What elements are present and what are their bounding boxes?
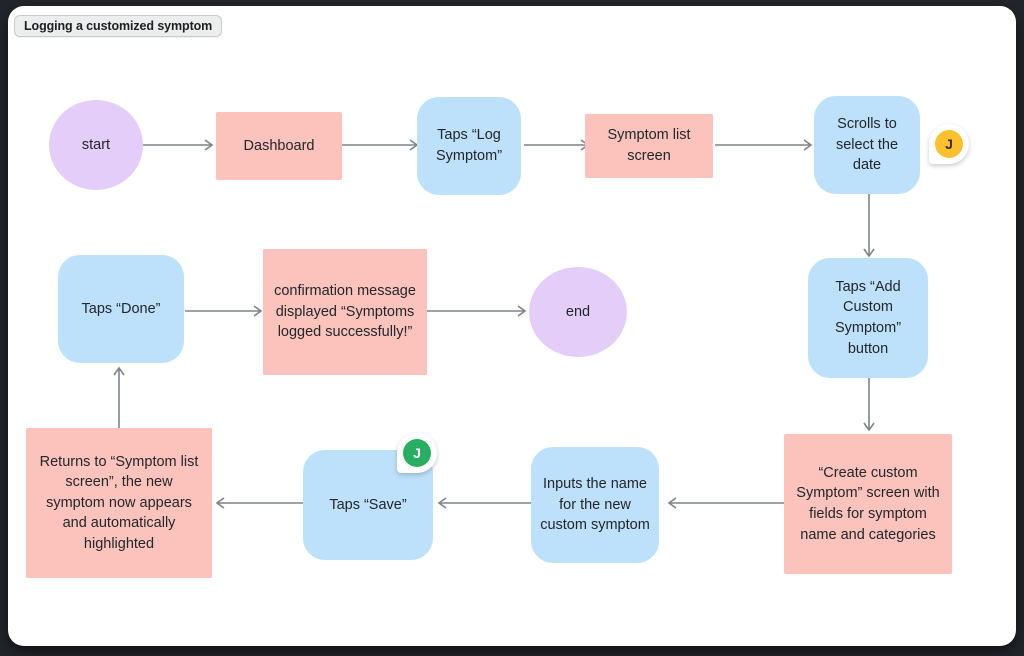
diagram-canvas[interactable]: Logging a customized symptom — [8, 6, 1016, 646]
node-inputs-name[interactable]: Inputs the name for the new custom sympt… — [531, 447, 659, 563]
node-start-label: start — [81, 136, 111, 153]
edge-start-to-dashboard — [138, 137, 220, 153]
edge-returns-list-to-tap-done — [111, 364, 127, 430]
node-scrolls-to-select-date-label: Scrolls to select the date — [835, 116, 899, 174]
edge-create-screen-to-input-name — [663, 495, 787, 511]
node-symptom-list-screen-label: Symptom list screen — [607, 127, 691, 164]
node-create-custom-symptom-screen-label: “Create custom Symptom” screen with fiel… — [796, 464, 940, 543]
node-taps-done[interactable]: Taps “Done” — [58, 255, 184, 363]
edge-tap-done-to-confirmation — [185, 303, 269, 319]
node-returns-to-symptom-list-label: Returns to “Symptom list screen”, the ne… — [39, 453, 199, 552]
node-scrolls-to-select-date[interactable]: Scrolls to select the date — [814, 96, 920, 194]
node-confirmation-message[interactable]: confirmation message displayed “Symptoms… — [263, 249, 427, 375]
node-confirmation-message-label: confirmation message displayed “Symptoms… — [274, 283, 416, 341]
diagram-title-chip[interactable]: Logging a customized symptom — [14, 15, 223, 37]
node-inputs-name-label: Inputs the name for the new custom sympt… — [540, 476, 650, 534]
node-taps-done-label: Taps “Done” — [81, 300, 161, 317]
avatar-tap-save[interactable]: J — [397, 433, 437, 473]
flowchart: start Dashboard Taps “Log Symptom” Sympt… — [8, 6, 1016, 646]
edge-confirmation-to-end — [427, 303, 533, 319]
node-taps-add-custom-symptom-label: Taps “Add Custom Symptom” button — [834, 278, 902, 357]
node-returns-to-symptom-list[interactable]: Returns to “Symptom list screen”, the ne… — [26, 428, 212, 578]
node-dashboard[interactable]: Dashboard — [216, 112, 342, 180]
edge-scroll-date-to-tap-add-custom — [861, 192, 877, 264]
node-end[interactable]: end — [529, 267, 627, 357]
edge-tap-save-to-returns-list — [211, 495, 309, 511]
node-symptom-list-screen[interactable]: Symptom list screen — [585, 114, 713, 178]
node-tap-log-symptom-label: Taps “Log Symptom” — [435, 127, 503, 164]
avatar-scroll-date[interactable]: J — [929, 124, 969, 164]
node-create-custom-symptom-screen[interactable]: “Create custom Symptom” screen with fiel… — [784, 434, 952, 574]
avatar-initial: J — [403, 439, 431, 467]
node-taps-save-label: Taps “Save” — [329, 496, 407, 513]
node-taps-add-custom-symptom[interactable]: Taps “Add Custom Symptom” button — [808, 258, 928, 378]
node-tap-log-symptom[interactable]: Taps “Log Symptom” — [417, 97, 521, 195]
node-dashboard-label: Dashboard — [243, 137, 315, 154]
avatar-initial: J — [935, 130, 963, 158]
node-end-label: end — [565, 303, 591, 320]
edge-symptom-list-to-scroll-date — [715, 137, 819, 153]
node-start[interactable]: start — [49, 100, 143, 190]
edge-input-name-to-tap-save — [433, 495, 533, 511]
edge-dashboard-to-tap-log — [341, 137, 425, 153]
edge-tap-add-custom-to-create-screen — [861, 368, 877, 438]
